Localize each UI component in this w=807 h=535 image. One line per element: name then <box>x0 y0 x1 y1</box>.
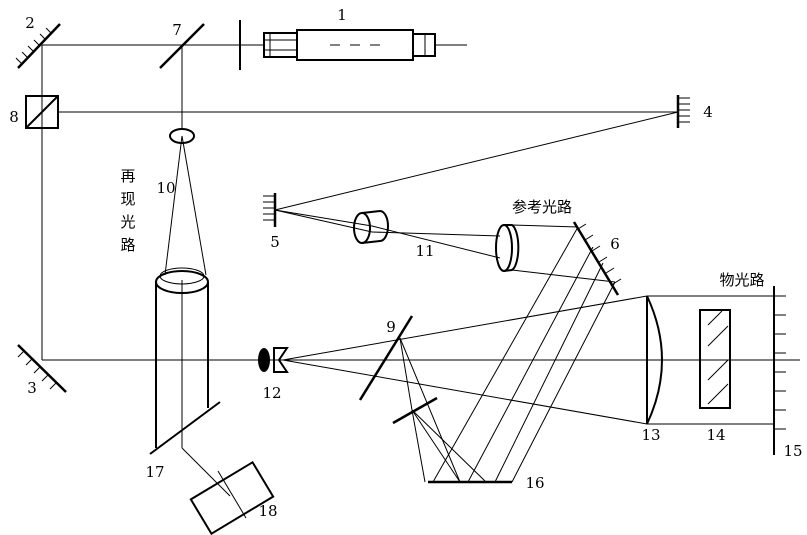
label-6: 6 <box>610 235 620 253</box>
label-2: 2 <box>25 14 35 32</box>
lens-13 <box>646 295 663 425</box>
beam-splitter-7 <box>159 23 205 69</box>
reconstruction-path-label: 再 现 光 路 <box>120 167 135 254</box>
label-18: 18 <box>258 502 277 520</box>
label-4: 4 <box>703 103 713 121</box>
laser <box>263 29 467 61</box>
lens-10 <box>169 128 195 144</box>
reference-path-label: 参考光路 <box>512 198 572 216</box>
beam-splitter-cube-8 <box>25 95 59 129</box>
laser-output-head <box>412 33 436 57</box>
label-9: 9 <box>386 318 396 336</box>
label-17: 17 <box>145 463 164 481</box>
label-1: 1 <box>337 6 347 24</box>
camera-18 <box>189 460 275 535</box>
reconstruction-char-3: 光 <box>120 213 135 231</box>
reconstruction-char-4: 路 <box>120 236 135 254</box>
object-path-label: 物光路 <box>719 271 764 289</box>
label-16: 16 <box>525 474 544 492</box>
screen-15 <box>773 286 786 455</box>
label-7: 7 <box>172 21 182 39</box>
reconstruction-char-2: 现 <box>120 190 135 208</box>
spatial-filter-12 <box>258 347 289 373</box>
mirror-6 <box>572 221 622 296</box>
label-5: 5 <box>270 233 280 251</box>
object-14 <box>699 309 731 409</box>
label-11: 11 <box>415 242 434 260</box>
label-8: 8 <box>9 108 19 126</box>
reconstruction-char-1: 再 <box>120 167 135 185</box>
label-15: 15 <box>783 442 802 460</box>
lens-11b <box>495 224 520 272</box>
label-14: 14 <box>706 426 725 444</box>
beam-splitter-9 <box>358 315 438 425</box>
collimating-lens-17 <box>149 267 221 455</box>
beam-paths <box>41 44 800 497</box>
label-10: 10 <box>156 179 175 197</box>
mirror-4 <box>676 95 690 128</box>
label-12: 12 <box>262 384 281 402</box>
mirror-2 <box>15 23 61 69</box>
label-13: 13 <box>641 426 660 444</box>
mirror-5 <box>263 193 277 227</box>
laser-rear-cap <box>263 32 298 58</box>
label-3: 3 <box>27 379 37 397</box>
lens-11a <box>353 209 389 244</box>
mirror-3 <box>17 344 67 393</box>
